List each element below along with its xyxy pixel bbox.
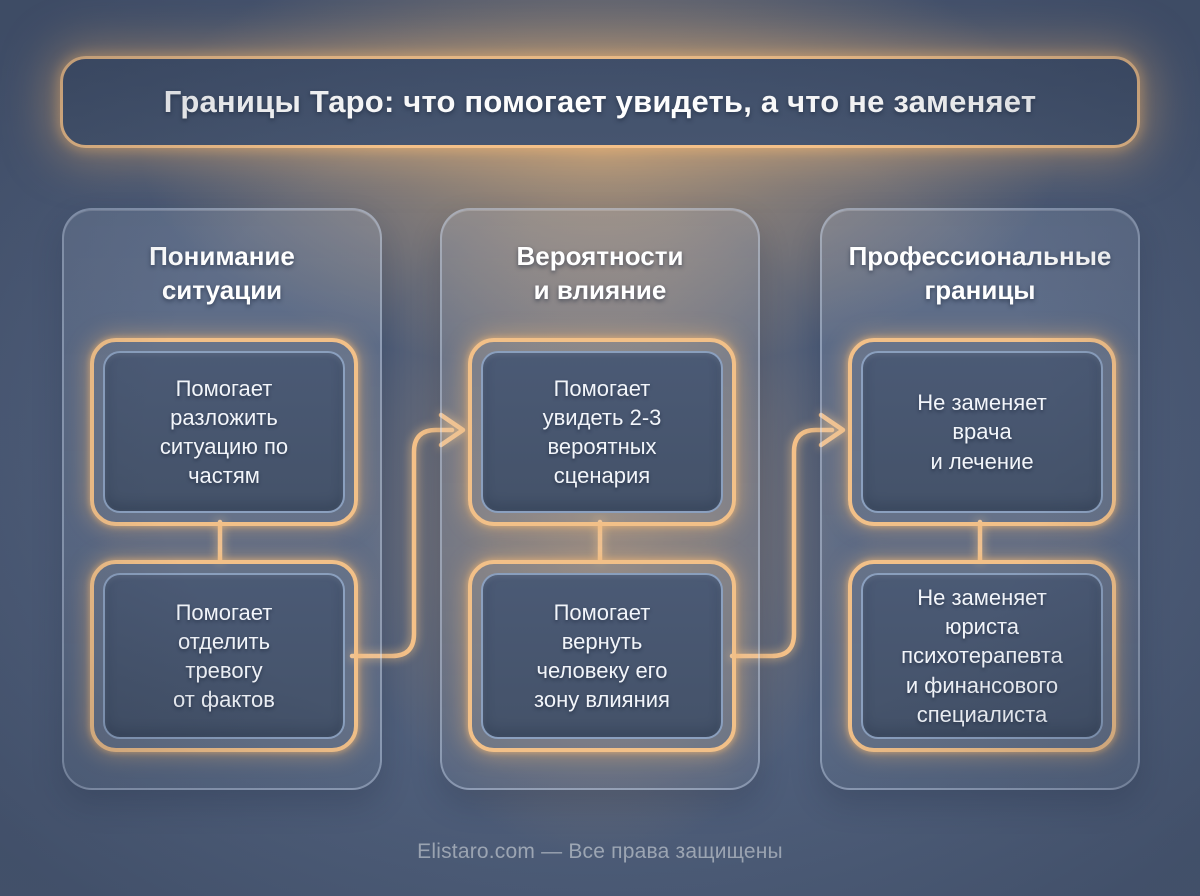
node-box: Не заменяет юриста психотерапевта и фина… — [848, 560, 1116, 752]
node-box: Не заменяет врача и лечение — [848, 338, 1116, 526]
column-understanding: Понимание ситуации Помогает разложить си… — [62, 208, 382, 790]
node-box: Помогает вернуть человеку его зону влиян… — [468, 560, 736, 752]
node-box: Помогает разложить ситуацию по частям — [90, 338, 358, 526]
node-text: Помогает увидеть 2-3 вероятных сценария — [481, 351, 723, 513]
node-text: Не заменяет юриста психотерапевта и фина… — [861, 573, 1103, 739]
node-text: Помогает разложить ситуацию по частям — [103, 351, 345, 513]
node-text: Помогает вернуть человеку его зону влиян… — [481, 573, 723, 739]
node-text: Помогает отделить тревогу от фактов — [103, 573, 345, 739]
node-box: Помогает увидеть 2-3 вероятных сценария — [468, 338, 736, 526]
column-header: Понимание ситуации — [149, 241, 295, 305]
column-header: Вероятности и влияние — [516, 241, 684, 305]
page-title: Границы Таро: что помогает увидеть, а чт… — [163, 84, 1037, 119]
column-probabilities: Вероятности и влияние Помогает увидеть 2… — [440, 208, 760, 790]
node-box: Помогает отделить тревогу от фактов — [90, 560, 358, 752]
footer-copyright: Elistaro.com — Все права защищены — [417, 840, 783, 863]
column-professional-boundaries: Профессиональные границы Не заменяет вра… — [820, 208, 1140, 790]
column-header: Профессиональные границы — [848, 241, 1112, 305]
node-text: Не заменяет врача и лечение — [861, 351, 1103, 513]
title-banner: Границы Таро: что помогает увидеть, а чт… — [60, 56, 1140, 148]
